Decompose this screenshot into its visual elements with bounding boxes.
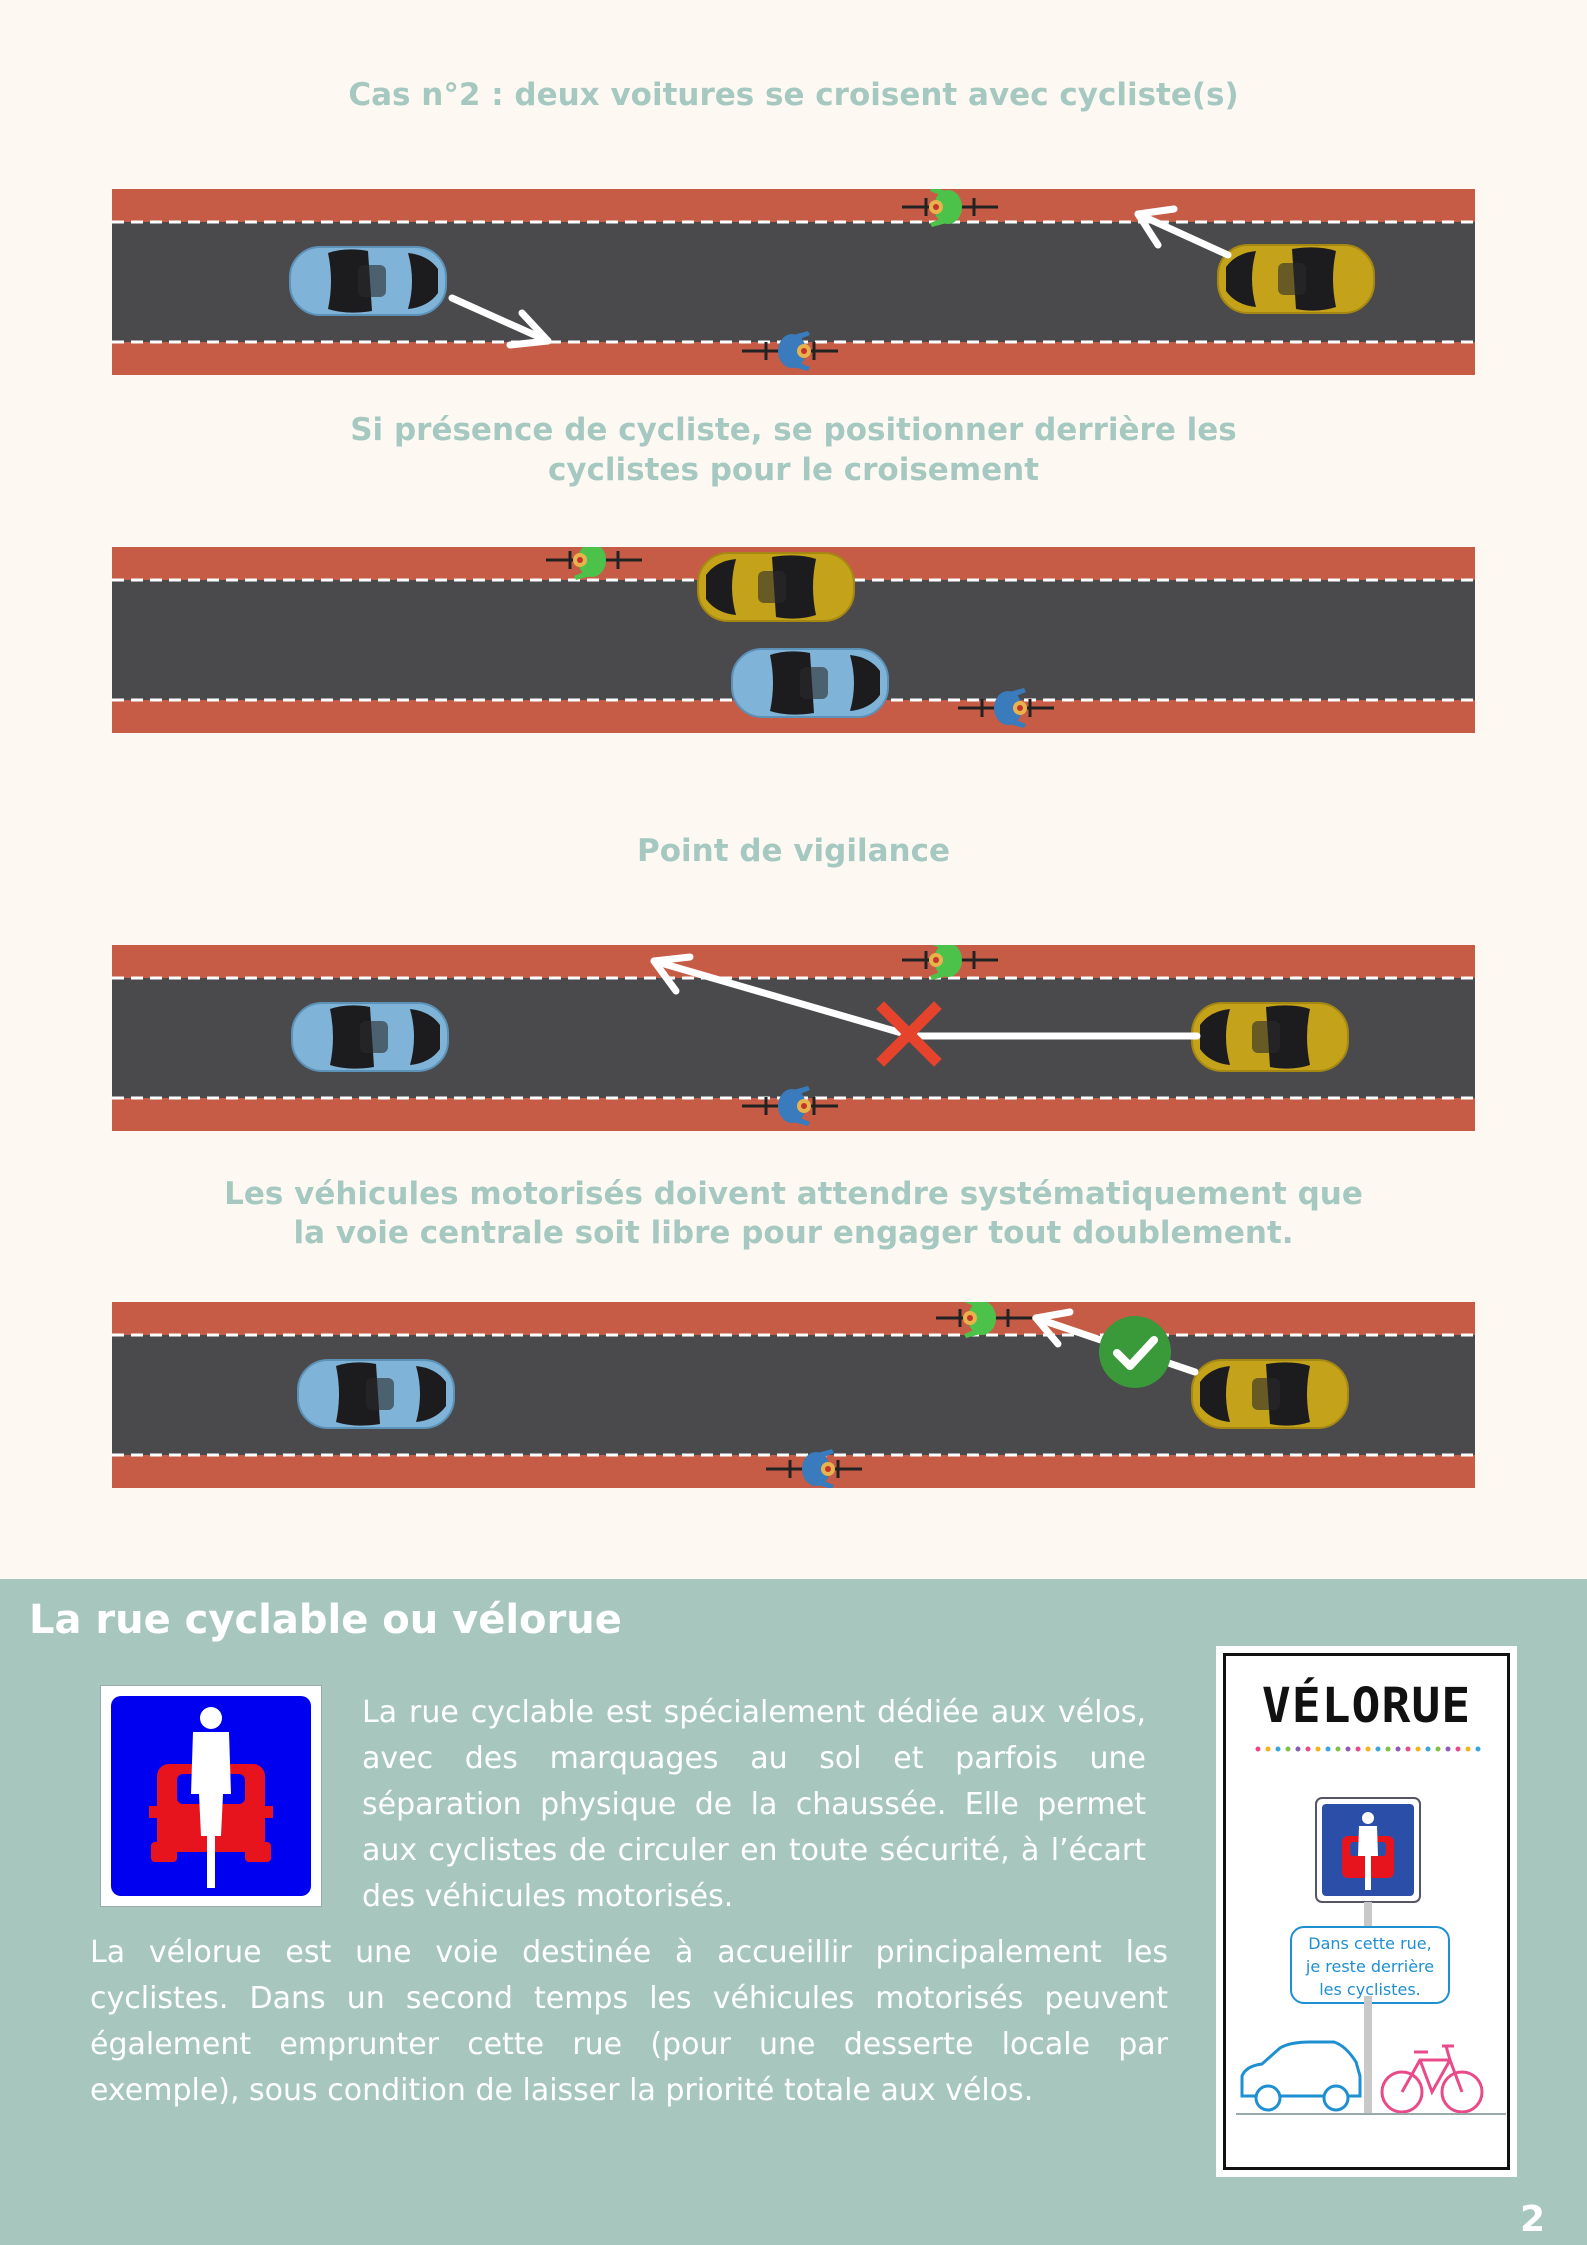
car-icon	[297, 1359, 455, 1429]
poster-sign-icon	[1315, 1797, 1421, 1926]
car-icon	[731, 648, 889, 718]
road-diagram-2	[112, 547, 1475, 733]
road-diagram-1	[112, 189, 1475, 375]
cross-icon	[876, 1001, 942, 1067]
poster-title: VÉLORUE	[1261, 1678, 1472, 1734]
arrow-icon	[1134, 205, 1232, 259]
cyclable-street-sign-icon	[100, 1685, 322, 1907]
poster-scene	[1236, 1996, 1506, 2115]
section-title: La rue cyclable ou vélorue	[29, 1597, 622, 1643]
car-icon	[291, 1002, 449, 1072]
paragraph-velorue: La vélorue est une voie destinée à accue…	[90, 1935, 1168, 2108]
position-subtitle-line1: Si présence de cycliste, se positionner …	[350, 412, 1237, 448]
poster-speech-bubble: Dans cette rue, je reste derrière les cy…	[1290, 1926, 1450, 2004]
car-icon	[697, 552, 855, 622]
car-icon	[1240, 2040, 1362, 2112]
car-icon	[1191, 1002, 1349, 1072]
velorue-section: La rue cyclable ou vélorue La rue cyclab…	[0, 1579, 1587, 2245]
car-icon	[289, 246, 447, 316]
poster-dots	[1255, 1746, 1481, 1752]
position-subtitle-line2: cyclistes pour le croisement	[547, 452, 1040, 488]
arrow-icon	[448, 294, 552, 349]
arrow-icon	[650, 953, 1201, 1040]
car-icon	[1191, 1359, 1349, 1429]
case-title: Cas n°2 : deux voitures se croisent avec…	[348, 77, 1239, 113]
velorue-poster: VÉLORUE Dans cette rue, je reste derrièr…	[1216, 1646, 1517, 2177]
bicycle-icon	[1380, 2044, 1484, 2114]
page-number: 2	[1520, 2199, 1546, 2240]
wait-subtitle-line2: la voie centrale soit libre pour engager…	[293, 1215, 1294, 1251]
car-icon	[1217, 244, 1375, 314]
road-diagram-3	[112, 945, 1475, 1131]
wait-subtitle-line1: Les véhicules motorisés doivent attendre…	[224, 1176, 1363, 1212]
check-icon	[1099, 1316, 1171, 1388]
road-diagram-4	[112, 1302, 1475, 1488]
vigilance-title: Point de vigilance	[637, 833, 950, 869]
paragraph-cyclable-street: La rue cyclable est spécialement dédiée …	[362, 1695, 1146, 1914]
